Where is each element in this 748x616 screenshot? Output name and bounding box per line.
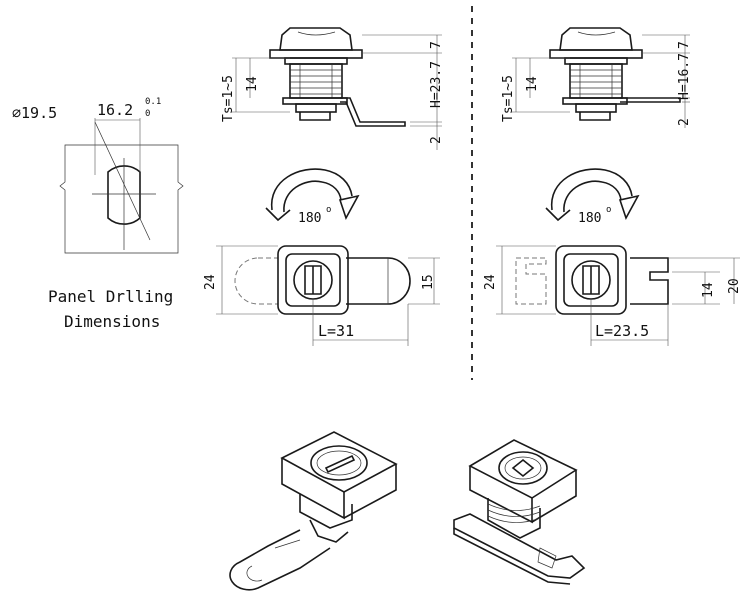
panel-tol-lower: 0 xyxy=(145,109,150,119)
svg-text:o: o xyxy=(606,205,611,215)
panel-width-label: 16.2 xyxy=(97,101,133,119)
left-2-label: 2 xyxy=(429,136,444,144)
panel-caption-line1: Panel Drlling xyxy=(48,287,173,306)
right-l-label: L=23.5 xyxy=(595,322,649,340)
right-24-label: 24 xyxy=(483,274,498,290)
right-ts-label: Ts=1~5 xyxy=(501,75,516,122)
right-h-label: H=16.7 xyxy=(677,53,692,100)
left-24-label: 24 xyxy=(203,274,218,290)
left-lock-front-view: 24 15 L=31 xyxy=(203,245,440,346)
left-rotation-label: 180 xyxy=(298,211,321,226)
left-ts-label: Ts=1~5 xyxy=(221,75,236,122)
left-l-label: L=31 xyxy=(318,322,354,340)
svg-text:o: o xyxy=(326,205,331,215)
right-14b-label: 14 xyxy=(701,282,716,298)
panel-caption-line2: Dimensions xyxy=(64,312,160,331)
right-lock-side-view: Ts=1~5 14 7 H=16.7 2 xyxy=(501,27,692,128)
right-14-label: 14 xyxy=(525,76,540,92)
right-rotation-label: 180 xyxy=(578,211,601,226)
panel-drilling-view: ∅19.5 16.2 0.1 0 Panel Drlling Dimension… xyxy=(12,97,184,331)
left-lock-3d-illustration xyxy=(229,431,398,591)
right-lock-3d-illustration xyxy=(453,439,586,585)
right-7-label: 7 xyxy=(677,41,692,49)
left-rotation-arrow-icon: 180 o xyxy=(265,168,360,226)
panel-diameter-label: ∅19.5 xyxy=(12,104,57,122)
right-rotation-arrow-icon: 180 o xyxy=(545,168,640,226)
left-7-label: 7 xyxy=(429,41,444,49)
panel-tol-upper: 0.1 xyxy=(145,97,161,107)
left-15-label: 15 xyxy=(421,274,436,290)
left-h-label: H=23.7 xyxy=(429,61,444,108)
left-14-label: 14 xyxy=(245,76,260,92)
right-20-label: 20 xyxy=(727,278,742,294)
right-2-label: 2 xyxy=(677,118,692,126)
left-lock-side-view: Ts=1~5 14 7 H=23.7 2 xyxy=(221,27,444,150)
right-lock-front-view: 24 14 20 L=23.5 xyxy=(483,245,742,346)
